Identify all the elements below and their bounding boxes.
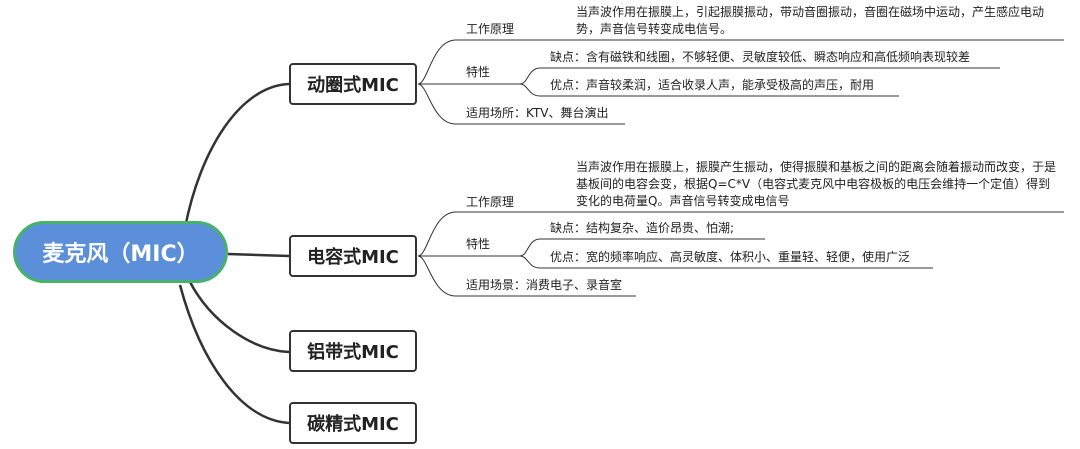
con-to-principle [417, 211, 1064, 257]
topic-carbon-mic[interactable]: 碳精式MIC [289, 402, 417, 444]
topic-condenser-mic[interactable]: 电容式MIC [289, 235, 417, 277]
con-traits-to-pros [519, 255, 933, 269]
condenser-traits-label[interactable]: 特性 [466, 237, 491, 251]
branch-to-ribbon [188, 281, 290, 354]
condenser-usage[interactable]: 适用场景：消费电子、录音室 [466, 278, 623, 292]
sub-connectors [417, 39, 1064, 297]
main-branches [178, 82, 290, 425]
condenser-pros[interactable]: 优点：宽的频率响应、高灵敏度、体积小、重量轻、轻便，使用广泛 [550, 250, 911, 264]
branch-to-condenser [227, 252, 290, 258]
dynamic-principle-text[interactable]: 当声波作用在振膜上，引起振膜振动，带动音圈振动，音圈在磁场中运动，产生感应电动势… [576, 5, 1045, 36]
dynamic-principle-label[interactable]: 工作原理 [466, 22, 515, 36]
condenser-principle-label[interactable]: 工作原理 [466, 195, 515, 209]
con-to-usage [417, 255, 636, 297]
root-node[interactable]: 麦克风（MIC） [13, 221, 228, 283]
topic-dynamic-mic[interactable]: 动圈式MIC [289, 63, 417, 105]
topic-ribbon-mic[interactable]: 铝带式MIC [289, 330, 417, 372]
dyn-traits-to-pros [519, 83, 899, 97]
con-traits-to-cons [519, 238, 765, 257]
branch-to-carbon [178, 284, 290, 425]
branch-to-dynamic [183, 82, 290, 229]
dynamic-traits-label[interactable]: 特性 [466, 65, 491, 79]
dynamic-cons[interactable]: 缺点：含有磁铁和线圈，不够轻便、灵敏度较低、瞬态响应和高低频响表现较差 [550, 50, 971, 64]
condenser-cons[interactable]: 缺点：结构复杂、造价昂贵、怕潮; [550, 221, 735, 235]
dynamic-pros[interactable]: 优点：声音较柔润，适合收录人声，能承受极高的声压，耐用 [550, 78, 875, 92]
dynamic-usage[interactable]: 适用场所：KTV、舞台演出 [466, 106, 609, 120]
dyn-to-principle [417, 39, 1064, 85]
dyn-traits-to-cons [519, 67, 1000, 85]
dyn-to-usage [417, 83, 625, 125]
condenser-principle-text[interactable]: 当声波作用在振膜上，振膜产生振动，使得振膜和基板之间的距离会随着振动而改变，于是… [576, 160, 1057, 208]
